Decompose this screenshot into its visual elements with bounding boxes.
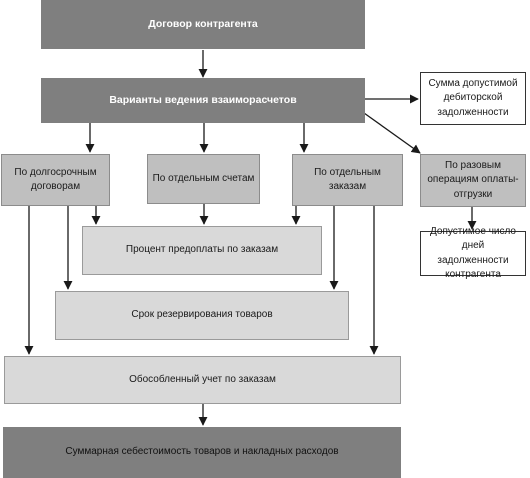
node-prepayment-percent: Процент предоплаты по заказам (82, 226, 322, 275)
node-by-separate-orders: По отдельным заказам (292, 154, 403, 206)
node-allowed-days-debt: Допустимое число дней задолженности конт… (420, 226, 526, 280)
node-contract: Договор контрагента (41, 0, 365, 49)
node-one-time-operations: По разовым операциям оплаты-отгрузки (420, 154, 526, 207)
node-settlement-variants: Варианты ведения взаиморасчетов (41, 78, 365, 123)
arrow-variants-onetime (363, 112, 421, 154)
node-reservation-term: Срок резервирования товаров (55, 291, 349, 340)
node-allowed-receivables: Сумма допустимой дебиторской задолженнос… (420, 72, 526, 125)
node-by-separate-accounts: По отдельным счетам (147, 154, 260, 204)
node-total-cost: Суммарная себестоимость товаров и наклад… (3, 427, 401, 478)
node-separate-accounting: Обособленный учет по заказам (4, 356, 401, 404)
node-long-term-contracts: По долгосрочным договорам (1, 154, 110, 206)
